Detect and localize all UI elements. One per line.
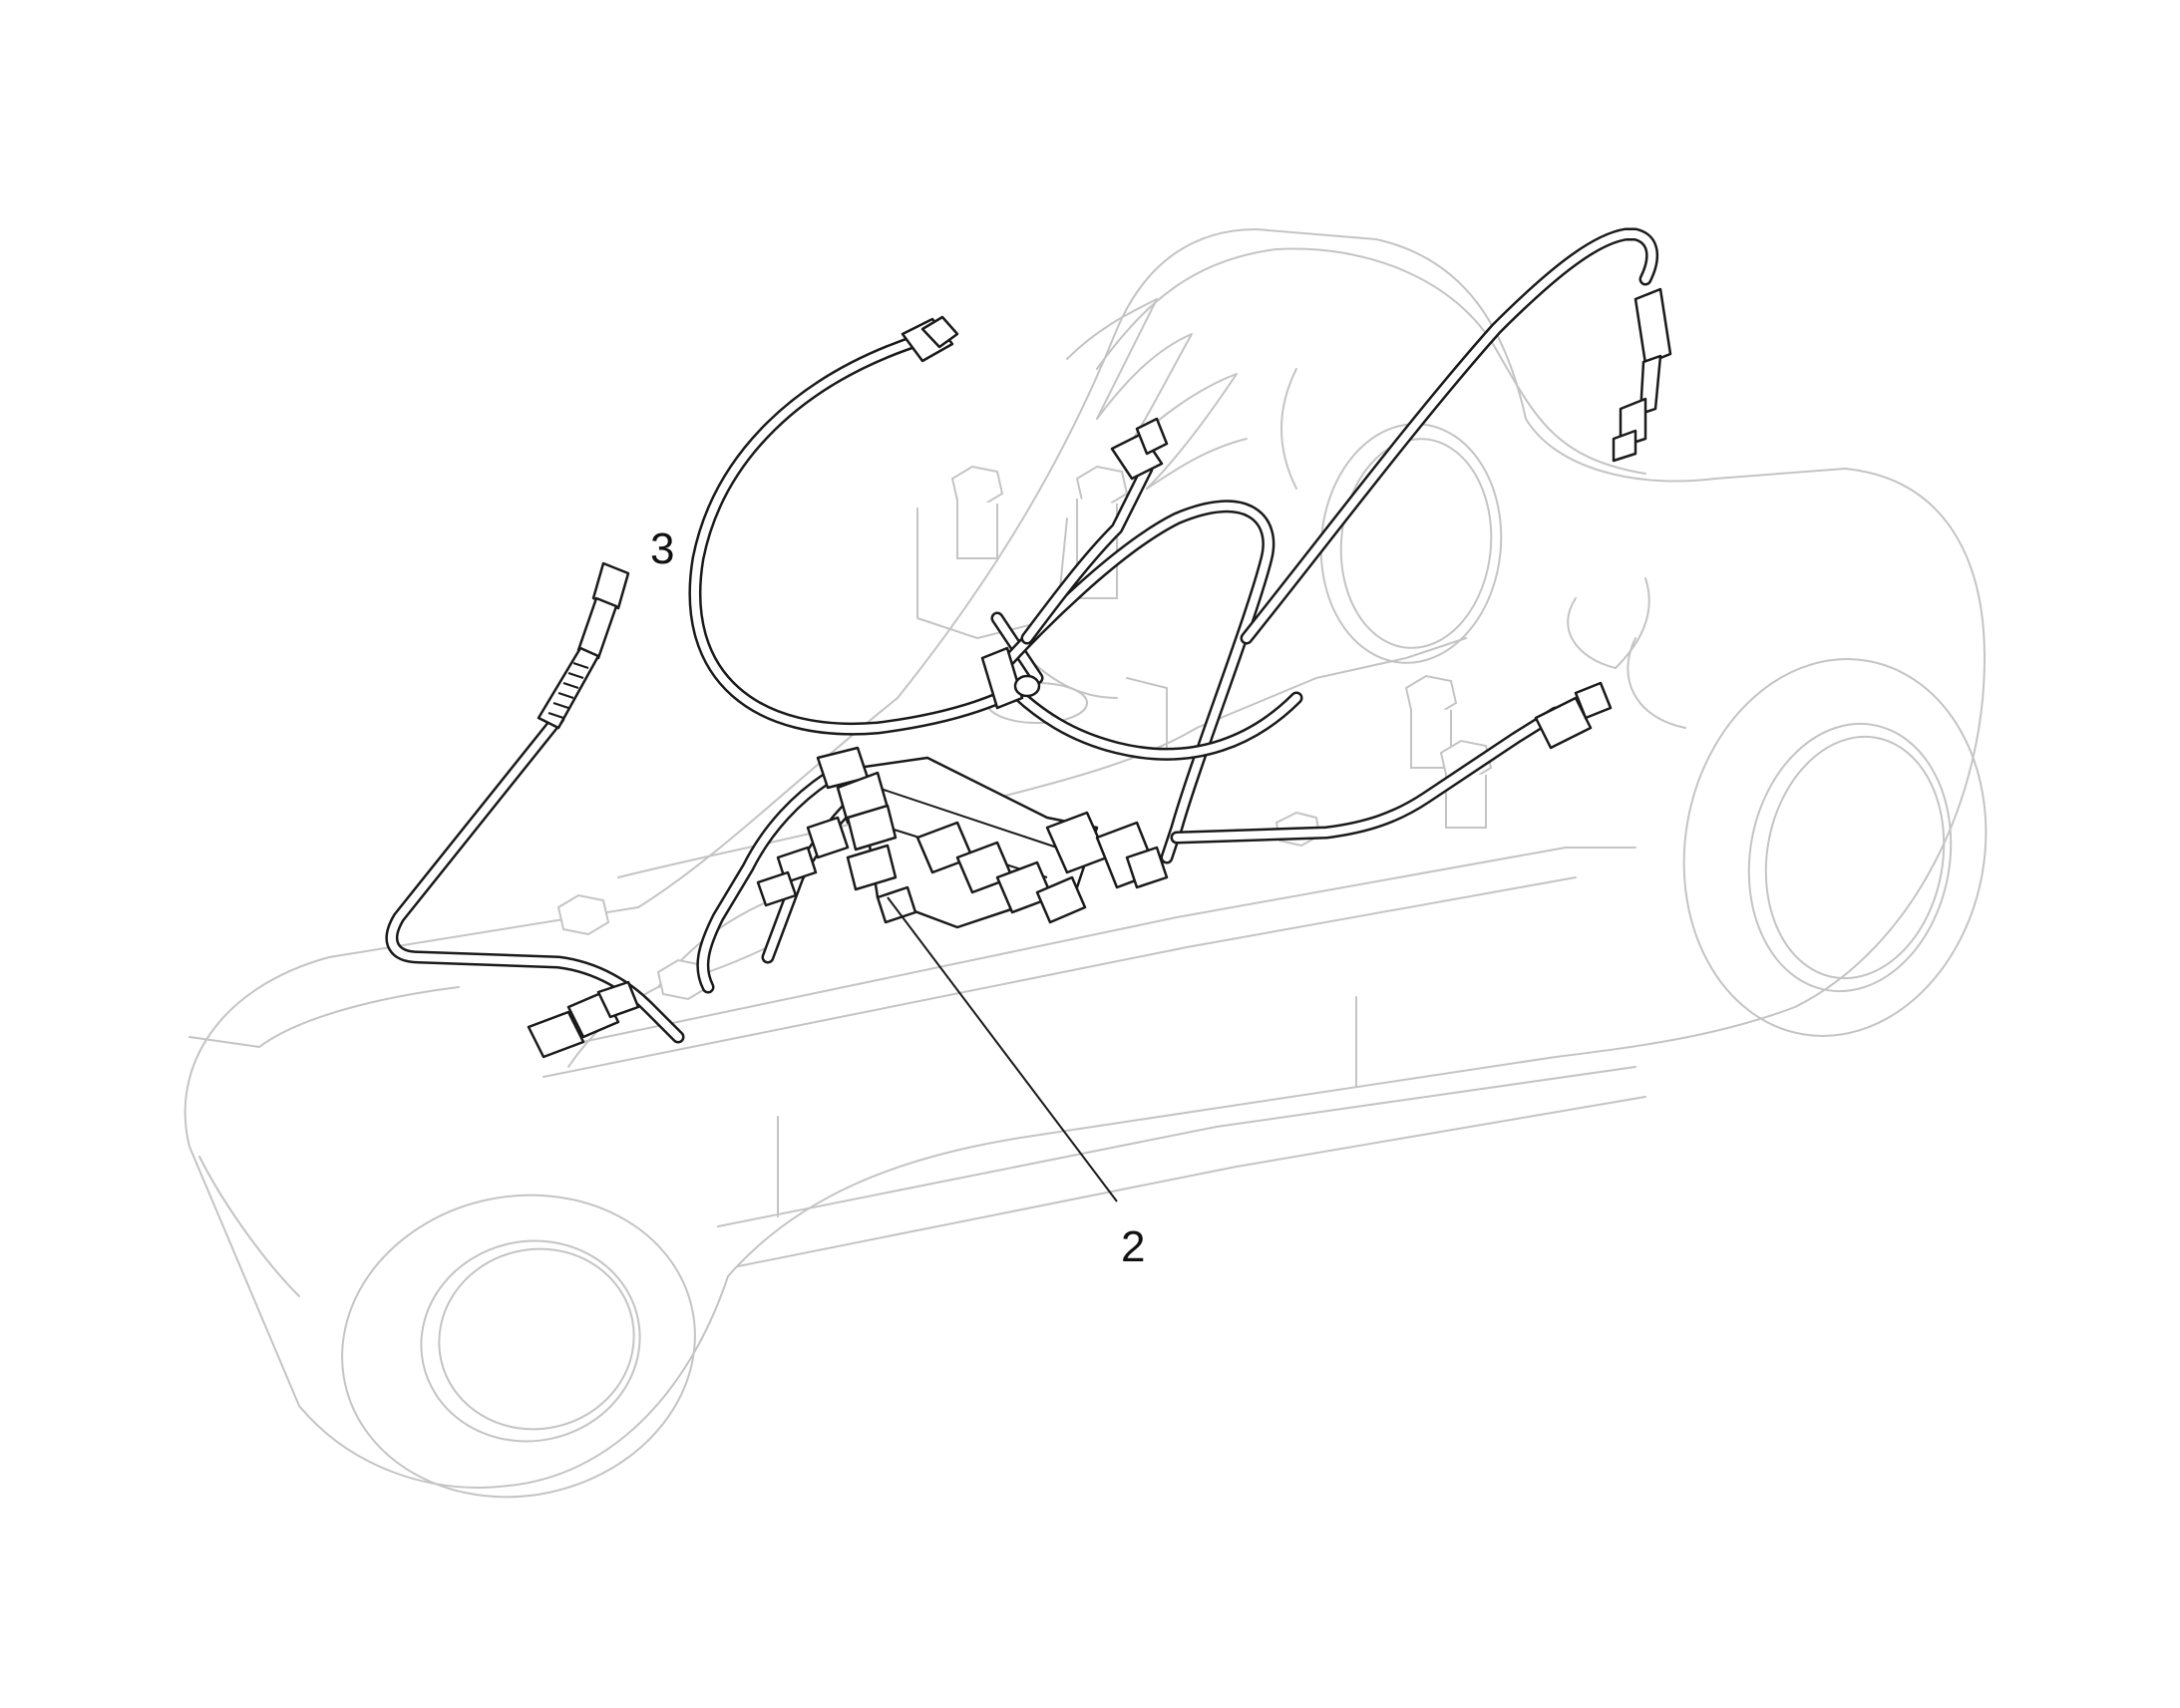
- hose-loop-middle: [990, 462, 1303, 864]
- fitting-upper-mid: [1110, 417, 1169, 481]
- callout-2: 2: [887, 896, 1145, 1271]
- leader-line-2: [887, 896, 1118, 1202]
- fitting-hose-3-end: [537, 561, 630, 730]
- fittings: [527, 287, 1672, 1059]
- fitting-right: [1534, 681, 1613, 750]
- callout-label-2: 2: [1121, 1222, 1145, 1271]
- hose-loop-left: [688, 332, 1044, 736]
- left-pin-bore: [341, 1194, 696, 1499]
- hose-upper-right: [1240, 227, 1658, 645]
- fitting-center-tee: [980, 646, 1041, 710]
- fitting-top-left: [901, 315, 959, 363]
- hose-right: [1170, 706, 1563, 845]
- fitting-left-bottom: [527, 980, 640, 1059]
- right-pin-bore: [1682, 658, 1988, 1037]
- fitting-top-right: [1612, 287, 1672, 463]
- callout-3: 3: [650, 524, 674, 573]
- callout-label-3: 3: [650, 524, 674, 573]
- valve-block: [756, 746, 1169, 929]
